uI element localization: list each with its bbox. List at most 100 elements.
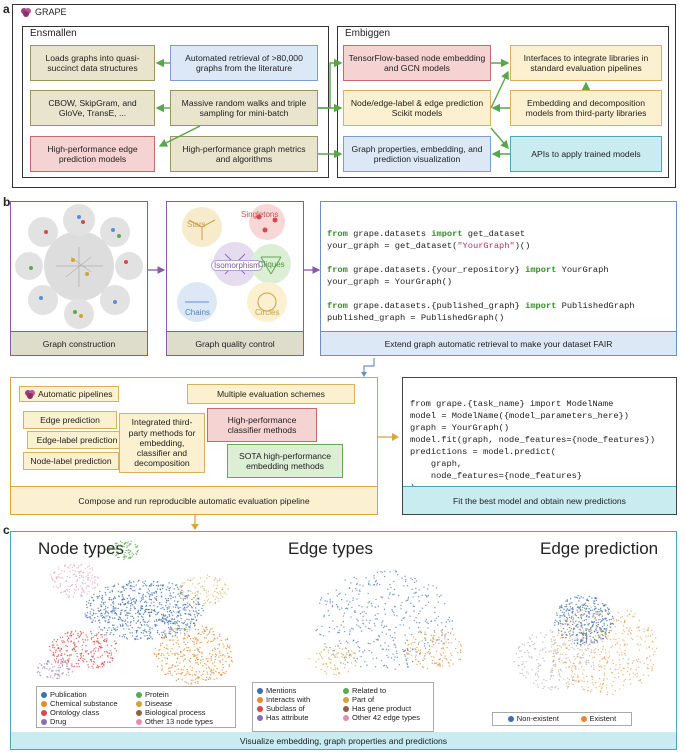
scatter-point <box>194 682 196 684</box>
scatter-point <box>369 642 371 645</box>
scatter-point <box>95 666 98 669</box>
scatter-point <box>174 670 176 673</box>
scatter-point <box>116 628 118 631</box>
scatter-point <box>168 582 170 584</box>
scatter-point <box>349 629 351 631</box>
scatter-point <box>125 624 128 626</box>
scatter-point <box>430 634 433 636</box>
scatter-point <box>528 655 530 657</box>
scatter-point <box>156 588 159 590</box>
scatter-point <box>435 650 438 652</box>
scatter-point <box>101 596 103 599</box>
scatter-point <box>519 672 521 675</box>
scatter-point <box>111 589 113 592</box>
scatter-point <box>101 636 104 638</box>
scatter-point <box>643 630 645 633</box>
scatter-point <box>606 662 608 664</box>
edge-legend-item: Subclass of <box>257 704 343 713</box>
right-arrow-b <box>378 433 399 441</box>
code2-line-4: model.fit(graph, node_features={node_fea… <box>410 435 656 445</box>
scatter-point <box>445 621 448 623</box>
scatter-point <box>165 602 167 604</box>
scatter-point <box>74 575 77 577</box>
box-metrics: High-performance graph metrics and algor… <box>170 136 318 172</box>
scatter-point <box>166 657 169 660</box>
scatter-point <box>359 589 361 591</box>
scatter-point <box>594 648 597 650</box>
scatter-point <box>203 589 205 592</box>
scatter-point <box>599 691 602 693</box>
hp-classifier-box: High-performance classifier methods <box>207 408 317 442</box>
scatter-point <box>212 633 215 636</box>
scatter-point <box>76 579 79 582</box>
scatter-point <box>559 657 561 659</box>
scatter-point <box>212 630 215 633</box>
scatter-point <box>636 643 638 645</box>
scatter-point <box>181 622 183 624</box>
scatter-point <box>645 635 647 638</box>
scatter-point <box>419 649 422 651</box>
scatter-point <box>533 648 536 650</box>
scatter-point <box>584 607 586 609</box>
scatter-point <box>129 632 131 634</box>
scatter-point <box>98 595 101 597</box>
scatter-point <box>135 635 137 638</box>
scatter-point <box>118 544 120 547</box>
scatter-point <box>460 645 462 647</box>
scatter-point <box>636 675 638 678</box>
scatter-point <box>168 615 171 617</box>
scatter-point <box>450 659 452 661</box>
scatter-point <box>165 633 167 635</box>
scatter-point <box>154 624 157 626</box>
scatter-point <box>57 669 59 671</box>
scatter-point <box>48 661 50 663</box>
scatter-point <box>585 615 588 618</box>
scatter-point <box>67 671 70 674</box>
scatter-point <box>413 592 415 594</box>
scatter-point <box>197 648 200 651</box>
scatter-point <box>549 629 552 632</box>
scatter-point <box>62 672 64 674</box>
panel-c-letter: c <box>3 523 10 537</box>
scatter-point <box>601 625 604 628</box>
scatter-point <box>110 652 113 654</box>
scatter-point <box>181 593 183 596</box>
scatter-point <box>205 589 207 591</box>
scatter-point <box>400 608 402 610</box>
scatter-point <box>576 597 579 599</box>
scatter-point <box>166 616 169 618</box>
scatter-point <box>347 642 349 644</box>
scatter-point <box>218 672 221 674</box>
scatter-point <box>560 625 562 627</box>
scatter-point <box>133 585 135 588</box>
scatter-point <box>599 613 602 615</box>
scatter-point <box>65 674 68 676</box>
scatter-point <box>599 634 601 636</box>
scatter-point <box>647 664 649 666</box>
scatter-point <box>105 634 107 636</box>
scatter-point <box>160 596 163 598</box>
scatter-point <box>125 555 128 558</box>
scatter-point <box>112 633 115 636</box>
scatter-point <box>196 662 198 664</box>
scatter-point <box>119 624 122 626</box>
scatter-point <box>131 626 133 629</box>
scatter-point <box>617 611 620 614</box>
scatter-point <box>82 657 84 660</box>
scatter-point <box>433 662 436 664</box>
scatter-point <box>326 600 328 603</box>
scatter-point <box>458 641 460 643</box>
scatter-point <box>565 606 567 608</box>
scatter-point <box>196 647 198 649</box>
scatter-point <box>617 676 620 678</box>
scatter-point <box>436 639 439 641</box>
scatter-point <box>169 603 171 605</box>
edge-legend-item: Part of <box>343 695 429 704</box>
scatter-point <box>173 653 176 655</box>
scatter-point <box>553 655 555 658</box>
edge-legend-swatch <box>343 697 349 704</box>
scatter-point <box>601 686 603 689</box>
scatter-point <box>585 663 588 666</box>
scatter-point <box>122 556 125 558</box>
scatter-point <box>197 602 200 604</box>
